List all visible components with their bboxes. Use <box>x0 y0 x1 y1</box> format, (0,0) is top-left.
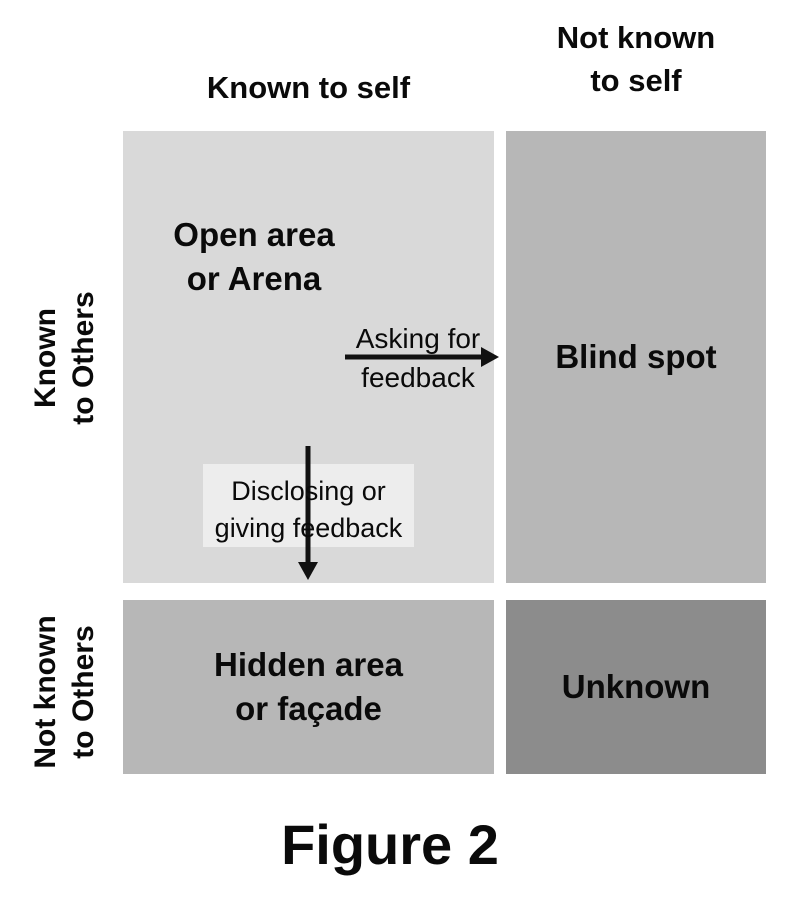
open-area-label: Open area or Arena <box>123 213 385 301</box>
row-header-line: to Others <box>67 291 100 425</box>
column-header-line: to self <box>590 63 682 98</box>
disclosing-label-line: Disclosing or <box>231 476 386 506</box>
column-header-not-known-to-self: Not known to self <box>506 16 766 102</box>
disclosing-giving-feedback-label: Disclosing or giving feedback <box>199 473 418 547</box>
row-header-not-known-to-others: Not known to Others <box>27 572 103 812</box>
feedback-label: feedback <box>361 362 475 393</box>
quadrant-blind-spot: Blind spot <box>506 131 766 583</box>
quadrant-unknown: Unknown <box>506 600 766 774</box>
blind-spot-label: Blind spot <box>555 338 717 375</box>
asking-for-label: Asking for <box>355 323 481 354</box>
figure-caption: Figure 2 <box>281 813 499 876</box>
row-header-known-to-others: Known to Others <box>27 208 103 508</box>
quadrant-hidden-area: Hidden area or façade <box>123 600 494 774</box>
hidden-area-label: Hidden area or façade <box>214 643 403 731</box>
hidden-area-label-line: or façade <box>235 690 382 727</box>
unknown-label: Unknown <box>561 668 711 705</box>
row-header-line: Not known <box>29 615 62 769</box>
row-header-line: to Others <box>67 625 100 759</box>
open-area-label-line: Open area <box>173 216 335 253</box>
asking-for-feedback-arrow-right-icon <box>345 347 499 367</box>
column-header-known-to-self: Known to self <box>206 70 411 105</box>
column-header-line: Not known <box>556 20 716 55</box>
open-area-label-line: or Arena <box>186 260 322 297</box>
hidden-area-label-line: Hidden area <box>214 646 403 683</box>
row-header-line: Known <box>29 308 62 408</box>
disclosing-label-line: giving feedback <box>214 513 403 543</box>
disclosing-feedback-arrow-down-icon <box>298 446 318 580</box>
